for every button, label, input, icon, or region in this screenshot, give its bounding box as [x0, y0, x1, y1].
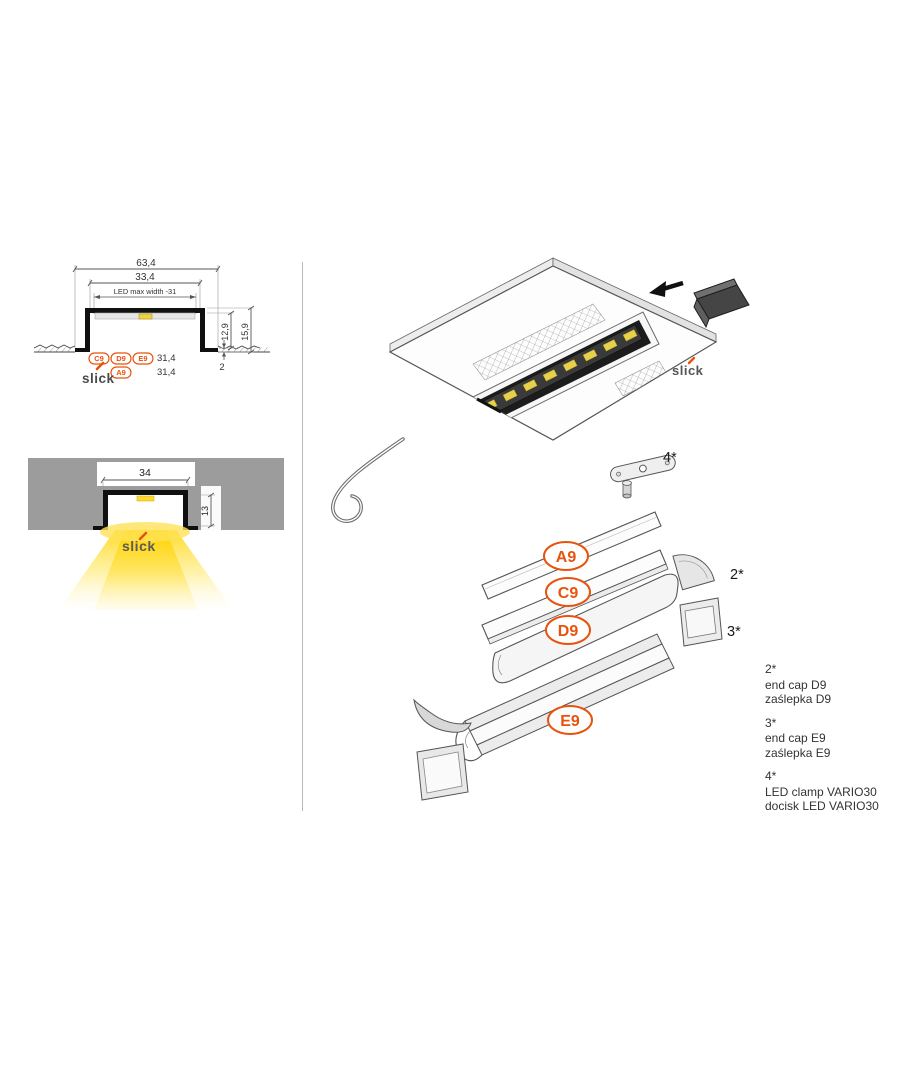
dim-total-width: 63,4	[72, 258, 221, 273]
end-cap-e9-part-left	[416, 743, 469, 801]
callout-end-cap-d9: 2*	[730, 567, 744, 583]
dim-inner-width-label: 33,4	[135, 272, 155, 283]
power-wire	[331, 437, 405, 523]
label-e9: E9	[547, 705, 593, 735]
dim-inner-width: 33,4	[87, 272, 203, 287]
slick-logo-3: slick	[672, 356, 704, 378]
end-cap-d9-part-left	[413, 698, 472, 733]
clamp-screw	[622, 480, 632, 499]
pill-e9: E9	[132, 352, 154, 365]
legend-ref-3: 3*	[765, 715, 777, 730]
slick-logo: slick	[82, 361, 115, 386]
ceiling-torn-edge-right	[217, 345, 270, 353]
exploded-panel: slick 4*	[305, 255, 775, 825]
legend-ref-2: 2*	[765, 662, 777, 676]
legend-end-cap-d9: 2* end cap D9 zaślepka D9	[765, 662, 910, 707]
legend-line: zaślepka D9	[765, 692, 832, 706]
dim-depth-inner-label: 12,9	[220, 323, 230, 341]
dim-width-row2: 31,4	[157, 367, 176, 378]
insert-arrow-icon	[649, 280, 684, 297]
dim-led-max-width: LED max width -31	[94, 287, 196, 299]
led-chip	[138, 313, 153, 320]
exploded-view-drawing: slick 4*	[331, 257, 750, 801]
dim-channel-depth-label: 13	[200, 506, 210, 516]
dim-opening-width: 34	[100, 467, 191, 490]
label-c9: C9	[545, 577, 591, 607]
dim-depth-inner: 12,9	[207, 310, 235, 351]
dim-opening-width-label: 34	[139, 467, 151, 479]
dim34-bg	[97, 462, 195, 486]
led-source	[136, 495, 155, 502]
ceiling-panel	[388, 257, 718, 441]
label-d9: D9	[545, 615, 591, 645]
installation-panel: 34 13	[25, 452, 287, 612]
pill-d9-label: D9	[116, 354, 126, 363]
dim-led-max-width-label: LED max width -31	[114, 287, 176, 296]
dim-flange-thickness-label: 2	[219, 362, 224, 373]
profile-cross-section	[75, 308, 218, 352]
ceiling-torn-edge-left	[33, 344, 76, 353]
pill-a9-label: A9	[116, 368, 126, 377]
slick-logo-3-text: slick	[672, 363, 704, 378]
light-beam	[59, 522, 233, 610]
slick-accent-icon	[95, 361, 105, 371]
label-a9-text: A9	[556, 549, 577, 566]
legend-line: end cap D9	[765, 677, 827, 692]
slick-accent-icon	[687, 356, 696, 365]
cross-section-panel: 63,4 33,4 LED max width -31	[28, 256, 278, 400]
dim-height-total-label: 15,9	[240, 323, 250, 341]
slick-accent-icon	[138, 531, 148, 541]
label-c9-text: C9	[558, 585, 579, 602]
end-cap-black	[693, 278, 750, 329]
pill-d9: D9	[110, 352, 132, 365]
plaster-mesh-left	[472, 303, 606, 381]
legend-ref-4: 4*	[765, 769, 777, 783]
recessed-profile	[93, 490, 198, 530]
pill-c9: C9	[88, 352, 110, 365]
pill-a9: A9	[110, 366, 132, 379]
led-strip	[94, 312, 196, 320]
installation-drawing: 34 13	[28, 458, 284, 610]
dim-flange-thickness: 2	[219, 340, 226, 373]
slick-logo-2-text: slick	[122, 538, 156, 554]
variant-pills: C9 D9 E9 A9	[88, 352, 154, 379]
dim-height-total: 15,9	[207, 305, 255, 355]
slick-logo-2: slick	[122, 531, 156, 554]
ceiling-cutout	[93, 490, 198, 530]
dim-width-row1: 31,4	[157, 353, 176, 364]
legend: 2* end cap D9 zaślepka D9 3* end cap E9 …	[765, 662, 910, 823]
end-cap-e9-part	[679, 597, 723, 647]
dim-total-width-label: 63,4	[136, 258, 156, 269]
legend-end-cap-e9: 3* end cap E9 zaślepka E9	[765, 716, 910, 761]
vertical-divider	[302, 262, 303, 811]
recess-assembly	[456, 303, 668, 438]
legend-line: docisk LED VARIO30	[765, 799, 879, 813]
led-clamp-plate	[610, 454, 676, 483]
pill-c9-label: C9	[94, 354, 104, 363]
slick-logo-text: slick	[82, 371, 115, 386]
label-d9-text: D9	[558, 623, 579, 640]
pill-e9-label: E9	[138, 354, 147, 363]
end-cap-d9-part	[672, 554, 715, 591]
label-a9: A9	[543, 541, 589, 571]
legend-line: LED clamp VARIO30	[765, 784, 877, 799]
callout-led-clamp: 4*	[663, 450, 677, 466]
label-e9-text: E9	[560, 713, 580, 730]
legend-line: zaślepka E9	[765, 745, 831, 760]
channel-cut-edge	[476, 397, 502, 414]
extension-lines	[74, 265, 219, 348]
legend-line: end cap E9	[765, 731, 826, 745]
dim-channel-depth: 13	[190, 492, 215, 529]
callout-end-cap-e9: 3*	[727, 624, 741, 640]
cross-section-drawing: 63,4 33,4 LED max width -31	[33, 258, 270, 386]
legend-led-clamp: 4* LED clamp VARIO30 docisk LED VARIO30	[765, 769, 910, 814]
